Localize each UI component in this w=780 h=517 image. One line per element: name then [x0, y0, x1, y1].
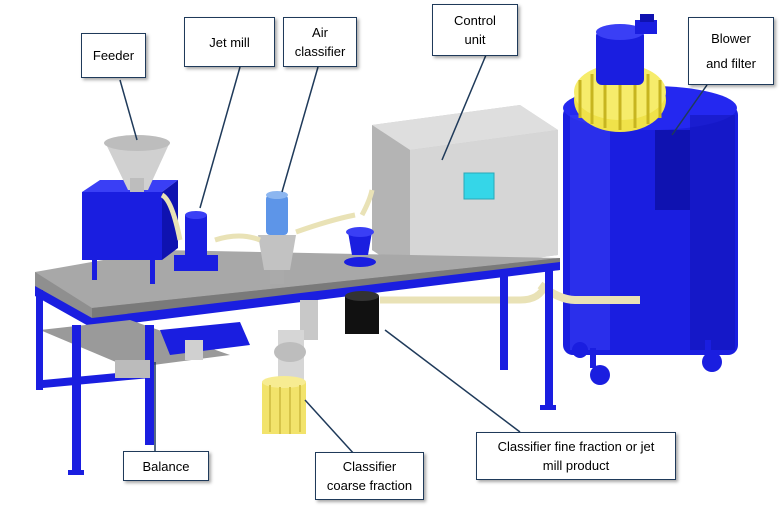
label-coarse-fraction-line1: Classifier: [342, 459, 397, 474]
coarse-fraction-outlet: [262, 300, 318, 434]
label-blower-filter: Blower and filter: [688, 17, 774, 85]
label-control-unit: Control unit: [432, 4, 518, 56]
fine-fraction-container: [345, 291, 379, 334]
control-unit-cabinet: [372, 105, 558, 275]
air-classifier: [214, 191, 356, 284]
label-control-unit-line2: unit: [464, 32, 486, 47]
cyclone: [344, 189, 376, 267]
label-air-classifier-line1: Air: [312, 25, 328, 40]
label-balance: Balance: [123, 451, 209, 481]
label-feeder: Feeder: [81, 33, 146, 78]
label-blower-filter-line1: Blower: [711, 31, 751, 46]
label-feeder-text: Feeder: [92, 48, 135, 63]
table: [35, 250, 560, 475]
balance: [115, 322, 250, 378]
label-air-classifier-line2: classifier: [294, 44, 346, 59]
label-jet-mill-text: Jet mill: [209, 34, 250, 50]
leader-lines: [119, 54, 708, 456]
label-fine-fraction-line1: Classifier fine fraction or jet: [497, 439, 655, 454]
jet-mill: [160, 192, 218, 271]
label-blower-filter-line2: and filter: [706, 56, 756, 71]
label-coarse-fraction-line2: coarse fraction: [326, 478, 413, 493]
label-coarse-fraction: Classifier coarse fraction: [315, 452, 424, 500]
label-control-unit-line1: Control: [454, 13, 496, 28]
label-fine-fraction-line2: mill product: [542, 458, 610, 473]
blower-filter-unit: [563, 14, 738, 385]
control-screen: [463, 172, 495, 200]
label-balance-text: Balance: [142, 458, 190, 474]
label-air-classifier: Air classifier: [283, 17, 357, 67]
label-jet-mill: Jet mill: [184, 17, 275, 67]
label-fine-fraction: Classifier fine fraction or jet mill pro…: [476, 432, 676, 480]
